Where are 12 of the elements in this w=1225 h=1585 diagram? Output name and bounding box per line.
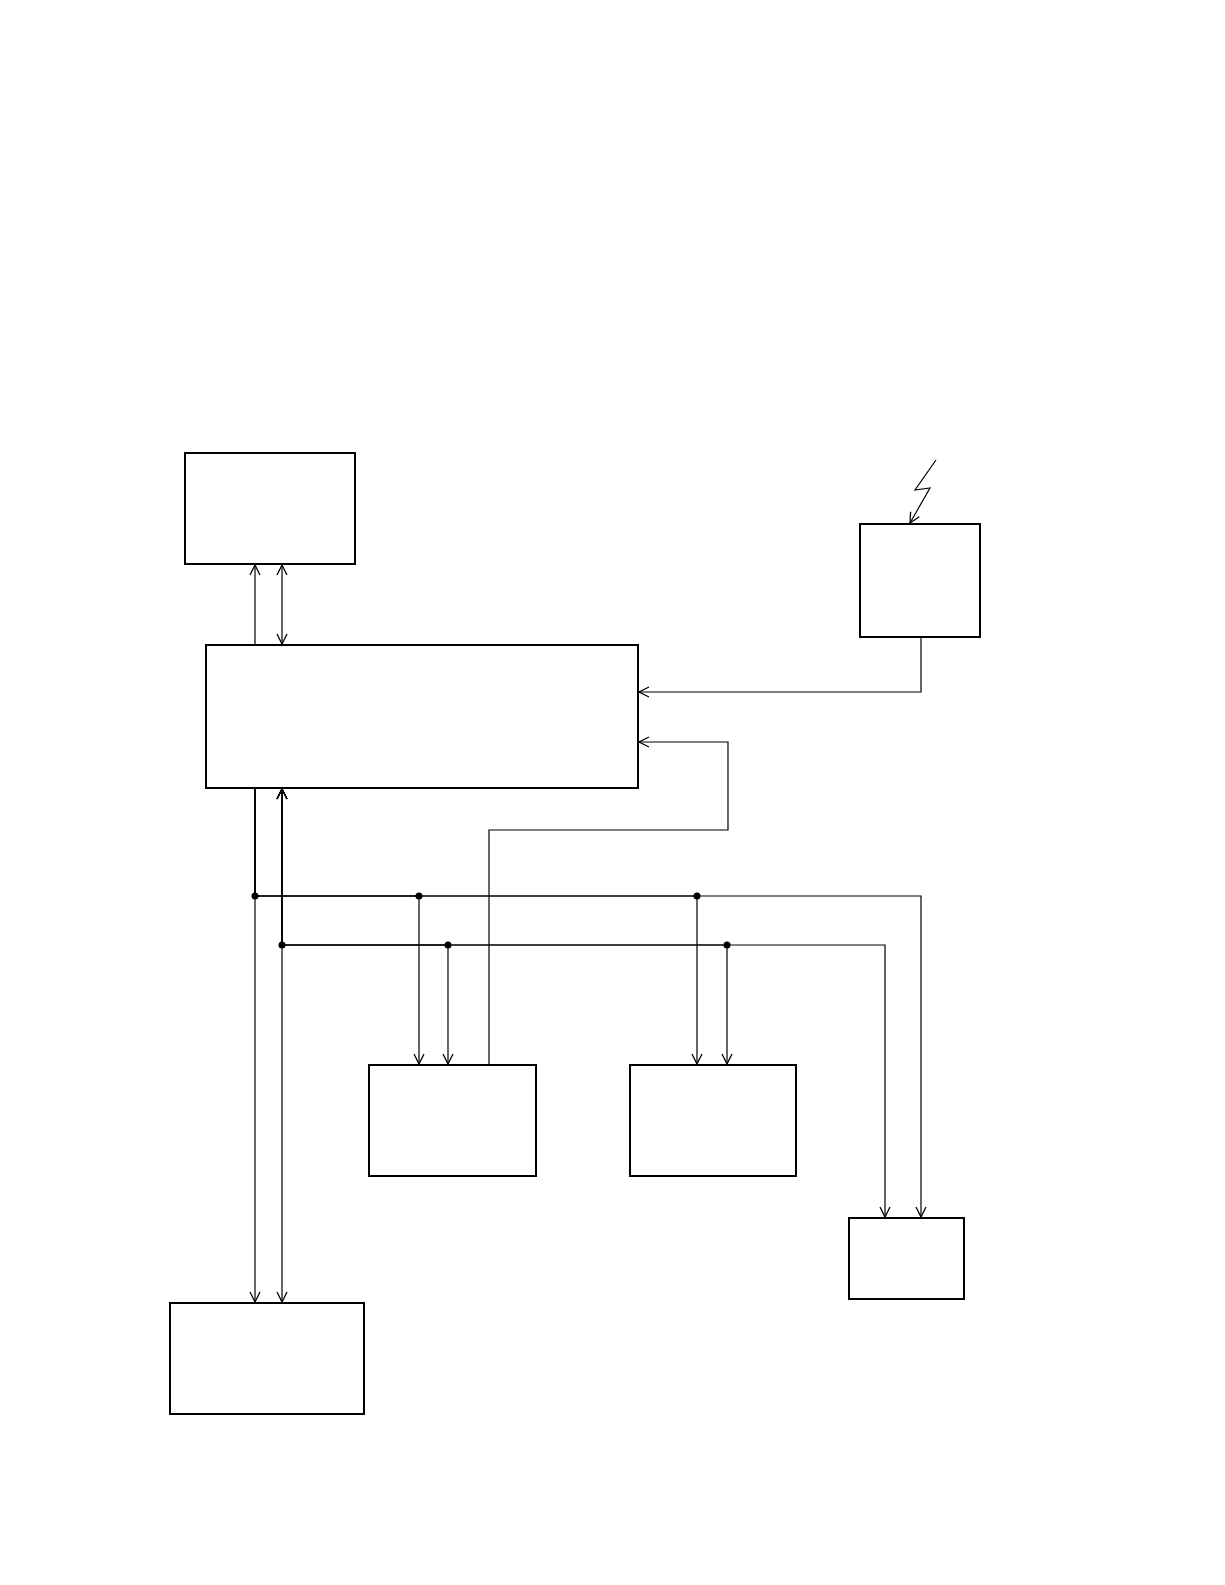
block-box bbox=[184, 452, 356, 565]
arrow bbox=[276, 564, 288, 645]
arrow bbox=[249, 564, 261, 645]
block-box bbox=[848, 1217, 965, 1300]
arrow bbox=[488, 736, 729, 1065]
block-box bbox=[859, 523, 981, 638]
signal-arrow bbox=[909, 459, 937, 524]
arrow bbox=[638, 637, 922, 698]
block-box bbox=[169, 1302, 365, 1415]
block-box bbox=[629, 1064, 797, 1177]
block-box bbox=[368, 1064, 537, 1177]
block-box bbox=[205, 644, 639, 789]
